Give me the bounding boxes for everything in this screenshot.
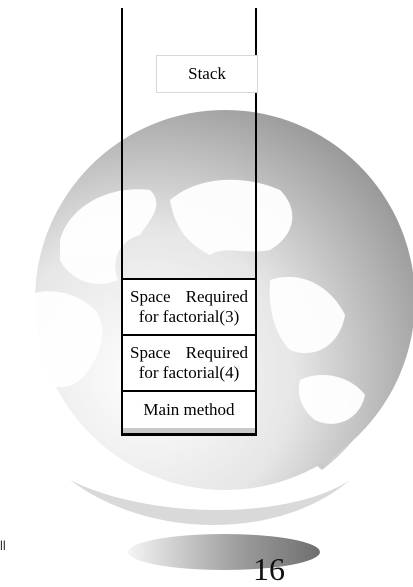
page-number: 16 bbox=[253, 552, 285, 586]
stack-frame-factorial-3: Space Required for factorial(3) bbox=[123, 278, 255, 334]
stack-base-shading bbox=[123, 428, 255, 433]
stack-bottom bbox=[121, 433, 257, 436]
frame-word-required: Required bbox=[186, 343, 248, 363]
footer-text: ll bbox=[0, 538, 6, 553]
stack-label-text: Stack bbox=[188, 64, 226, 84]
stack-frame-main-method: Main method bbox=[123, 390, 255, 428]
stack-label: Stack bbox=[156, 55, 258, 93]
stack-frame-factorial-4: Space Required for factorial(4) bbox=[123, 334, 255, 390]
frame-main-label: Main method bbox=[143, 400, 234, 420]
frame-line2: for factorial(4) bbox=[139, 363, 240, 383]
frame-line1: Space Required bbox=[130, 287, 248, 307]
frame-word-required: Required bbox=[186, 287, 248, 307]
frame-line1: Space Required bbox=[130, 343, 248, 363]
bottom-ellipse bbox=[128, 534, 320, 570]
frame-line2: for factorial(3) bbox=[139, 307, 240, 327]
frame-word-space: Space bbox=[130, 343, 171, 363]
frame-word-space: Space bbox=[130, 287, 171, 307]
